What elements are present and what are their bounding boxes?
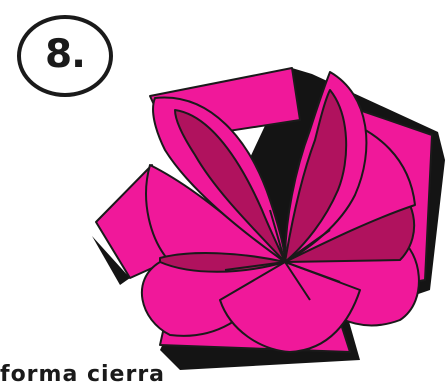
caption: forma cierra bbox=[0, 362, 165, 387]
